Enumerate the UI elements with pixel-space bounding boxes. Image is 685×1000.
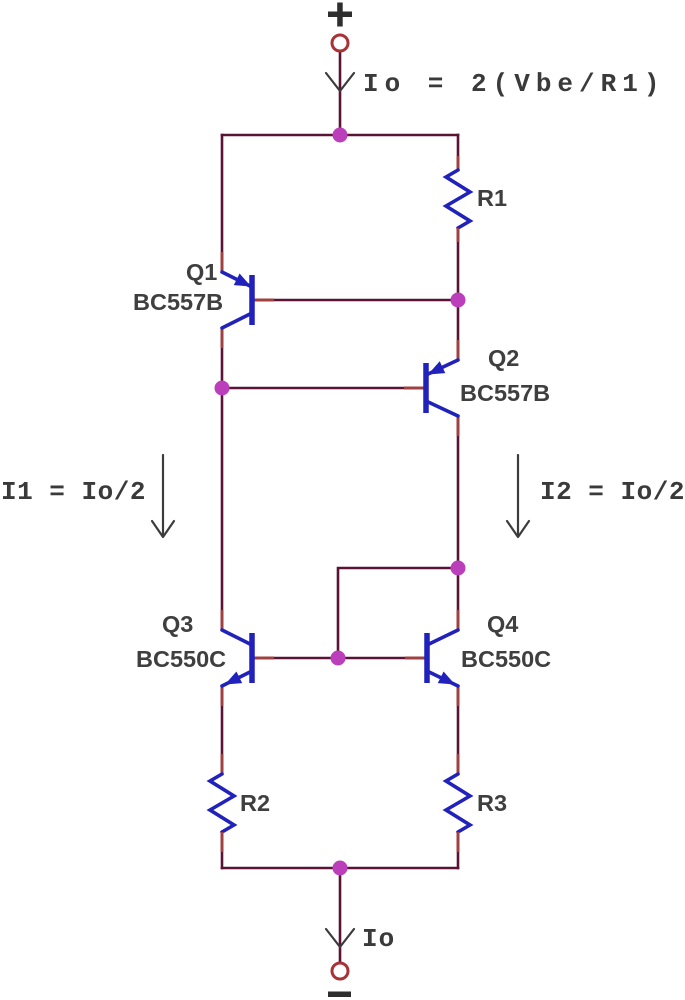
transistor-ref: Q1 xyxy=(186,259,217,285)
bottom-current-label: Io xyxy=(362,924,395,954)
resistor-label: R1 xyxy=(477,185,507,211)
collector xyxy=(220,311,254,330)
resistor-r3: R3 xyxy=(442,754,507,852)
emitter-arrow-icon xyxy=(428,361,446,375)
emitter-arrow-icon xyxy=(233,273,251,287)
current-arrow-down-icon xyxy=(324,927,356,949)
current-arrow-down-icon xyxy=(324,71,356,93)
collector xyxy=(220,628,254,647)
transistor-q1: Q1 BC557B xyxy=(133,252,274,348)
junction-dot xyxy=(330,650,346,666)
transistor-ref: Q2 xyxy=(488,345,519,371)
top-current-label: Io = 2(Vbe/R1) xyxy=(363,69,665,99)
resistor-label: R3 xyxy=(477,790,507,816)
transistor-part: BC557B xyxy=(460,380,550,406)
resistor-label: R2 xyxy=(240,790,270,816)
minus-icon xyxy=(328,991,351,997)
terminal-circle xyxy=(330,33,350,53)
plus-icon xyxy=(328,2,352,27)
junction-dot xyxy=(332,127,348,143)
current-annotation-i2: I2 = Io/2 xyxy=(505,453,685,539)
transistor-q2: Q2 BC557B xyxy=(404,340,550,436)
transistor-part: BC550C xyxy=(461,646,551,672)
positive-terminal: Io = 2(Vbe/R1) xyxy=(324,2,665,99)
emitter-arrow-icon xyxy=(437,671,455,685)
collector xyxy=(425,628,460,647)
junctions xyxy=(214,127,466,876)
current-arrow-down-icon xyxy=(505,519,531,539)
negative-terminal: Io xyxy=(324,924,395,997)
junction-dot xyxy=(450,560,466,576)
branch-current-label: I2 = Io/2 xyxy=(540,477,685,507)
junction-dot xyxy=(214,380,230,396)
transistor-q3: Q3 BC550C xyxy=(136,610,274,706)
transistor-ref: Q4 xyxy=(487,611,518,637)
resistor-r2: R2 xyxy=(206,754,270,852)
branch-current-label: I1 = Io/2 xyxy=(1,477,146,507)
current-arrow-down-icon xyxy=(150,519,176,539)
collector xyxy=(424,399,460,418)
terminal-circle xyxy=(330,961,350,981)
resistor-body xyxy=(206,772,238,834)
junction-dot xyxy=(332,860,348,876)
wires xyxy=(220,50,460,965)
transistor-part: BC550C xyxy=(136,646,226,672)
transistor-ref: Q3 xyxy=(162,611,193,637)
transistor-q4: Q4 BC550C xyxy=(405,610,551,706)
resistor-r1: R1 xyxy=(442,156,507,242)
emitter-arrow-icon xyxy=(225,671,243,685)
current-annotation-i1: I1 = Io/2 xyxy=(1,453,176,539)
wire xyxy=(336,566,460,660)
resistor-body xyxy=(442,168,474,230)
transistor-part: BC557B xyxy=(133,289,223,315)
resistor-body xyxy=(442,772,474,834)
junction-dot xyxy=(450,292,466,308)
